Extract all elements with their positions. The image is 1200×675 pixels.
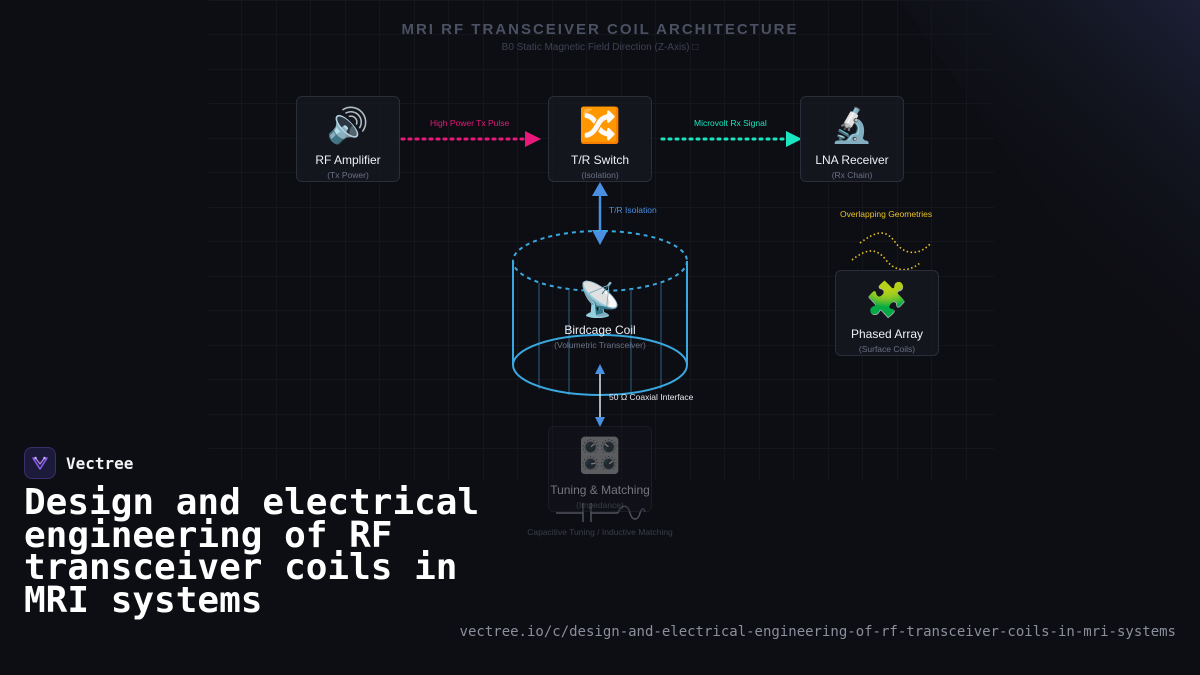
microscope-icon: 🔬 xyxy=(830,107,874,145)
tuning-matching-label: Tuning & Matching xyxy=(550,483,650,497)
phased-array-node[interactable]: 🧩 Phased Array (Surface Coils) xyxy=(835,270,939,356)
overlap-wave-bottom xyxy=(851,250,922,271)
rx-signal-arrowhead xyxy=(786,131,802,147)
lna-receiver-node[interactable]: 🔬 LNA Receiver (Rx Chain) xyxy=(800,96,904,182)
birdcage-coil-node[interactable]: 📡 Birdcage Coil (Volumetric Transceiver) xyxy=(500,280,700,350)
puzzle-piece-icon: 🧩 xyxy=(865,281,909,319)
overlap-wave-top xyxy=(859,232,931,254)
vectree-logo-icon xyxy=(24,447,56,479)
brand[interactable]: Vectree xyxy=(24,447,133,479)
rf-amplifier-node[interactable]: 🔊 RF Amplifier (Tx Power) xyxy=(296,96,400,182)
birdcage-coil-label: Birdcage Coil xyxy=(564,323,636,337)
page-title: Design and electrical engineering of RF … xyxy=(24,482,480,621)
coax-arrowhead-up xyxy=(595,364,605,374)
phased-array-sublabel: (Surface Coils) xyxy=(858,344,916,354)
satellite-dish-icon: 📡 xyxy=(578,281,622,319)
tx-pulse-label: High Power Tx Pulse xyxy=(430,118,510,128)
coax-interface-label: 50 Ω Coaxial Interface xyxy=(609,392,694,402)
shuffle-icon: 🔀 xyxy=(578,107,622,145)
tuning-note-label: Capacitive Tuning / Inductive Matching xyxy=(527,527,673,537)
tr-isolation-label: T/R Isolation xyxy=(609,205,657,215)
control-knobs-icon: 🎛️ xyxy=(578,437,622,475)
brand-name: Vectree xyxy=(66,453,134,473)
tr-switch-label: T/R Switch xyxy=(570,153,629,167)
rf-amplifier-label: RF Amplifier xyxy=(315,153,381,167)
tuning-matching-sublabel: (Impedance) xyxy=(576,500,624,510)
diagram-title: MRI RF TRANSCEIVER COIL ARCHITECTURE xyxy=(401,21,799,38)
tr-switch-sublabel: (Isolation) xyxy=(581,170,619,180)
lna-receiver-sublabel: (Rx Chain) xyxy=(831,170,873,180)
page-url[interactable]: vectree.io/c/design-and-electrical-engin… xyxy=(459,624,1176,640)
tr-isolation-arrowhead-down xyxy=(592,230,608,245)
overlap-geometries-label: Overlapping Geometries xyxy=(840,209,933,219)
tuning-matching-node[interactable]: 🎛️ Tuning & Matching (Impedance) xyxy=(548,426,652,512)
diagram-subtitle: B0 Static Magnetic Field Direction (Z-Ax… xyxy=(501,42,699,53)
tx-pulse-arrowhead xyxy=(525,131,541,147)
tr-isolation-arrowhead-up xyxy=(592,182,608,196)
rf-amplifier-sublabel: (Tx Power) xyxy=(327,170,369,180)
tuning-circuit-symbol xyxy=(556,503,646,522)
birdcage-coil-sublabel: (Volumetric Transceiver) xyxy=(554,340,646,350)
lna-receiver-label: LNA Receiver xyxy=(815,153,889,167)
coax-arrowhead-down xyxy=(595,417,605,427)
tr-switch-node[interactable]: 🔀 T/R Switch (Isolation) xyxy=(548,96,652,182)
phased-array-label: Phased Array xyxy=(850,327,924,341)
rx-signal-label: Microvolt Rx Signal xyxy=(694,118,767,128)
speaker-icon: 🔊 xyxy=(326,107,370,145)
